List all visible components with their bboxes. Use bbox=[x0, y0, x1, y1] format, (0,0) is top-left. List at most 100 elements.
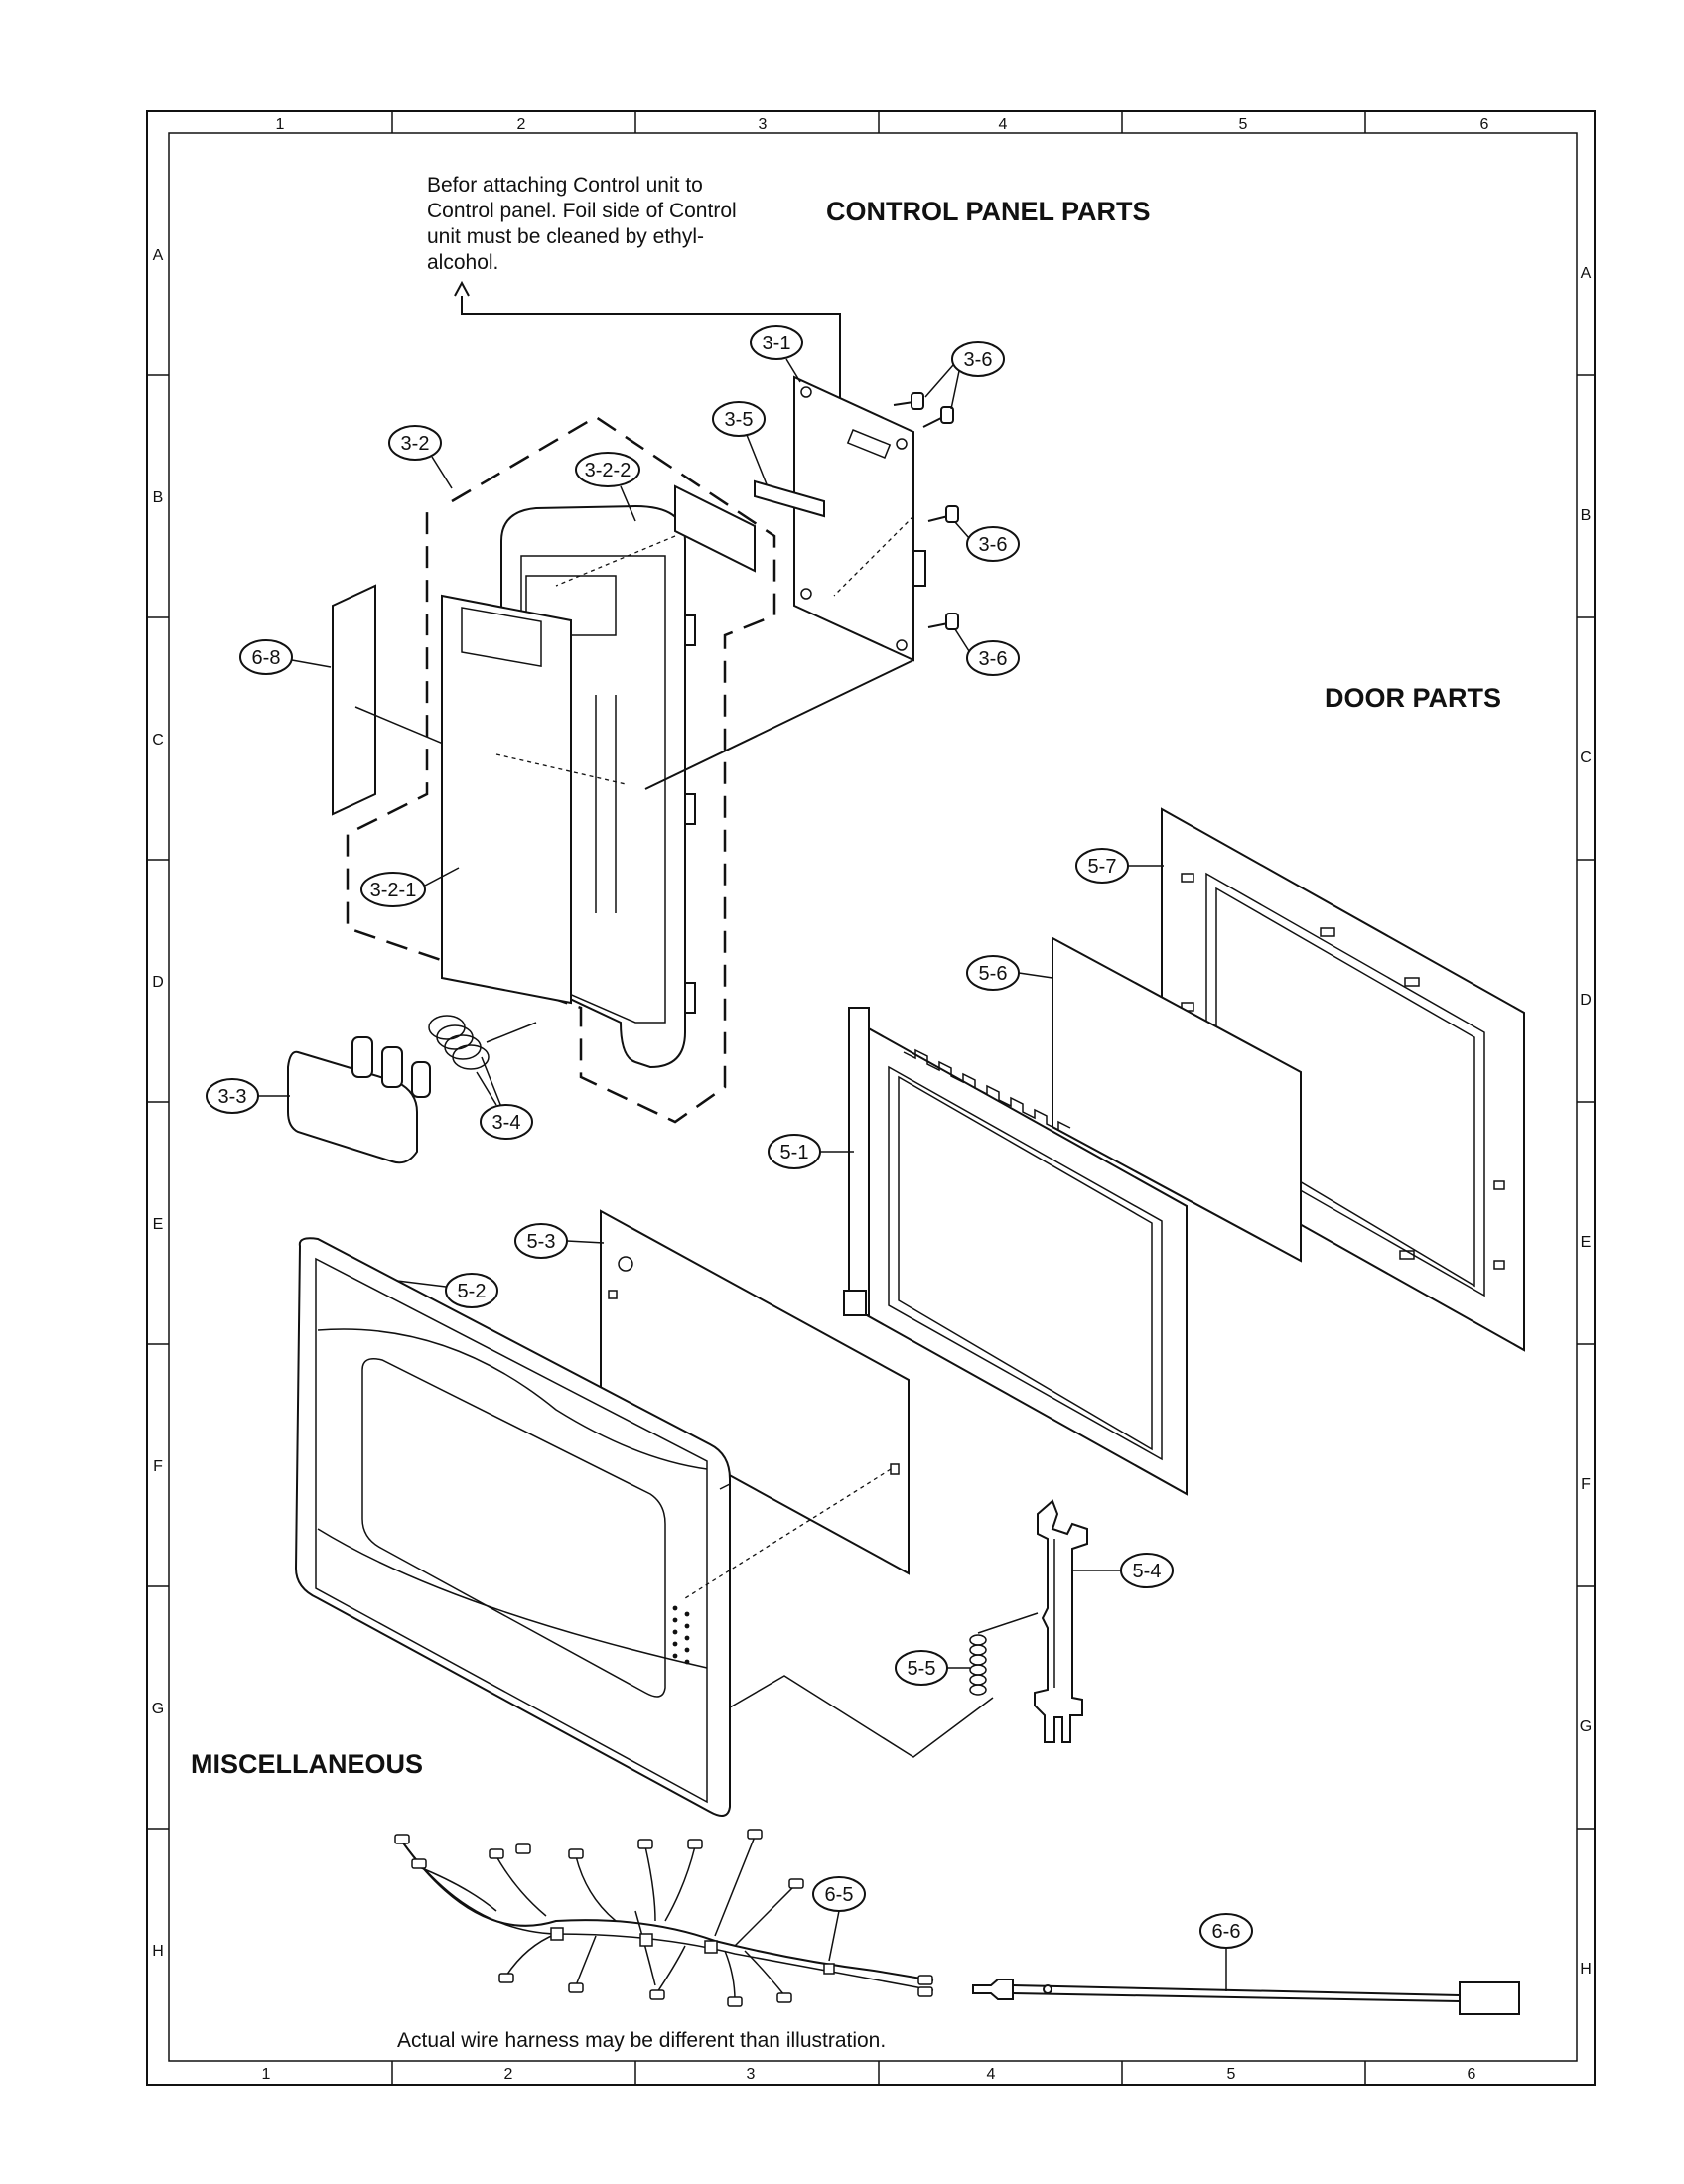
callout-5-2: 5-2 bbox=[396, 1273, 498, 1308]
grid-row-a: A bbox=[153, 247, 164, 264]
svg-text:6-8: 6-8 bbox=[252, 647, 281, 669]
display-window-3-2-2 bbox=[674, 484, 756, 573]
grid-row-labels-left: A B C D E F G H bbox=[152, 247, 164, 1960]
grid-column-labels-bottom: 1 2 3 4 5 6 bbox=[262, 2066, 1476, 2083]
grid-row-h: H bbox=[152, 1943, 164, 1960]
callout-3-2-2: 3-2-2 bbox=[575, 452, 640, 522]
grid-col-1: 1 bbox=[276, 116, 285, 133]
grid-row-b-right: B bbox=[1581, 507, 1592, 524]
cleaning-note-line-3: unit must be cleaned by ethyl- bbox=[427, 225, 704, 248]
key-sheet-hidden-line bbox=[495, 753, 627, 785]
callouts: 3-1 3-6 3-5 3-2 3-2-2 bbox=[206, 325, 1253, 1991]
cleaning-note: Befor attaching Control unit to Control … bbox=[427, 174, 841, 467]
callout-3-2-1: 3-2-1 bbox=[360, 867, 460, 907]
grid-col-1-bottom: 1 bbox=[262, 2066, 271, 2083]
door-parts-heading: DOOR PARTS bbox=[1325, 683, 1501, 713]
svg-text:3-1: 3-1 bbox=[763, 333, 791, 354]
svg-text:3-2: 3-2 bbox=[401, 433, 430, 455]
key-sheet-3-2-1 bbox=[441, 594, 572, 1005]
note-leader-line bbox=[461, 296, 841, 467]
grid-col-5-bottom: 5 bbox=[1227, 2066, 1236, 2083]
leader-3-2-2 bbox=[555, 535, 676, 587]
callout-5-4: 5-4 bbox=[1072, 1553, 1174, 1588]
leader-board-to-panel bbox=[644, 659, 914, 790]
callout-5-3: 5-3 bbox=[514, 1223, 605, 1259]
grid-row-a-right: A bbox=[1581, 265, 1592, 282]
grid-column-labels-top: 1 2 3 4 5 6 bbox=[276, 116, 1489, 133]
grid-col-2-bottom: 2 bbox=[504, 2066, 513, 2083]
grid-row-g-right: G bbox=[1580, 1718, 1592, 1735]
door-front-5-2 bbox=[294, 1237, 731, 1817]
svg-text:5-1: 5-1 bbox=[780, 1142, 809, 1163]
grid-row-e: E bbox=[153, 1216, 164, 1233]
svg-text:3-4: 3-4 bbox=[492, 1112, 521, 1134]
door-chassis-5-1 bbox=[843, 1007, 1188, 1496]
screw-icon bbox=[893, 392, 959, 630]
grid-row-b: B bbox=[153, 489, 164, 506]
svg-text:3-6: 3-6 bbox=[979, 534, 1008, 556]
svg-text:3-2-1: 3-2-1 bbox=[370, 880, 417, 901]
svg-text:3-6: 3-6 bbox=[964, 349, 993, 371]
svg-text:6-6: 6-6 bbox=[1212, 1921, 1241, 1943]
door-glass-5-6 bbox=[1052, 936, 1302, 1263]
grid-col-3-bottom: 3 bbox=[747, 2066, 756, 2083]
label-sheet-6-8 bbox=[332, 584, 376, 816]
noise-filter-lead-6-6 bbox=[972, 1979, 1520, 2015]
miscellaneous-heading: MISCELLANEOUS bbox=[191, 1749, 423, 1779]
control-panel-assembly-boundary bbox=[346, 415, 776, 1124]
svg-text:5-6: 5-6 bbox=[979, 963, 1008, 985]
latch-spring-5-5 bbox=[969, 1612, 1039, 1696]
grid-row-d: D bbox=[152, 974, 164, 991]
svg-text:3-2-2: 3-2-2 bbox=[585, 460, 632, 481]
cleaning-note-line-4: alcohol. bbox=[427, 251, 498, 274]
cleaning-note-line-1: Befor attaching Control unit to bbox=[427, 174, 703, 197]
callout-3-6-middle: 3-6 bbox=[954, 521, 1020, 562]
grid-col-2: 2 bbox=[517, 116, 526, 133]
svg-text:3-5: 3-5 bbox=[725, 409, 754, 431]
grid-col-4-bottom: 4 bbox=[987, 2066, 996, 2083]
grid-col-5: 5 bbox=[1239, 116, 1248, 133]
callout-6-8: 6-8 bbox=[239, 639, 332, 675]
wire-harness-note: Actual wire harness may be different tha… bbox=[397, 2029, 886, 2052]
wire-harness-6-5 bbox=[394, 1829, 934, 2007]
grid-col-3: 3 bbox=[759, 116, 768, 133]
grid-col-6: 6 bbox=[1480, 116, 1489, 133]
callout-6-6: 6-6 bbox=[1199, 1913, 1253, 1991]
note-arrow-icon bbox=[454, 280, 470, 297]
button-spring-3-4 bbox=[428, 1015, 537, 1108]
control-panel-parts-heading: CONTROL PANEL PARTS bbox=[826, 197, 1151, 226]
callout-5-5: 5-5 bbox=[895, 1650, 970, 1686]
callout-3-5: 3-5 bbox=[712, 401, 768, 485]
callout-3-4: 3-4 bbox=[476, 1071, 533, 1140]
grid-row-f: F bbox=[153, 1458, 163, 1475]
callout-5-1: 5-1 bbox=[768, 1134, 854, 1169]
svg-text:5-5: 5-5 bbox=[908, 1658, 936, 1680]
control-unit-board bbox=[793, 375, 926, 662]
latch-head-5-4 bbox=[1034, 1499, 1088, 1743]
svg-text:6-5: 6-5 bbox=[825, 1884, 854, 1906]
door-open-button-3-3 bbox=[287, 1036, 431, 1164]
grid-row-d-right: D bbox=[1580, 992, 1592, 1009]
grid-row-g: G bbox=[152, 1701, 164, 1717]
grid-row-c: C bbox=[152, 732, 164, 749]
drawing-frame bbox=[146, 110, 1596, 2086]
key-sheet-window bbox=[461, 607, 542, 667]
cleaning-note-line-2: Control panel. Foil side of Control bbox=[427, 200, 737, 222]
callout-6-5: 6-5 bbox=[812, 1876, 866, 1962]
grid-col-4: 4 bbox=[999, 116, 1008, 133]
grid-row-labels-right: A B C D E F G H bbox=[1580, 265, 1592, 1978]
callout-3-1: 3-1 bbox=[750, 325, 803, 383]
callout-3-6-lower: 3-6 bbox=[954, 628, 1020, 676]
svg-text:5-4: 5-4 bbox=[1133, 1561, 1162, 1582]
svg-text:5-7: 5-7 bbox=[1088, 856, 1117, 878]
grid-row-h-right: H bbox=[1580, 1961, 1592, 1978]
connector-3-5 bbox=[754, 479, 825, 518]
leader-5-3-to-door bbox=[684, 1468, 892, 1599]
svg-text:5-2: 5-2 bbox=[458, 1281, 487, 1302]
leader-door-to-latch bbox=[729, 1675, 994, 1758]
svg-text:3-3: 3-3 bbox=[218, 1086, 247, 1108]
callout-5-6: 5-6 bbox=[966, 955, 1053, 991]
grid-col-6-bottom: 6 bbox=[1468, 2066, 1476, 2083]
grid-row-f-right: F bbox=[1581, 1476, 1591, 1493]
